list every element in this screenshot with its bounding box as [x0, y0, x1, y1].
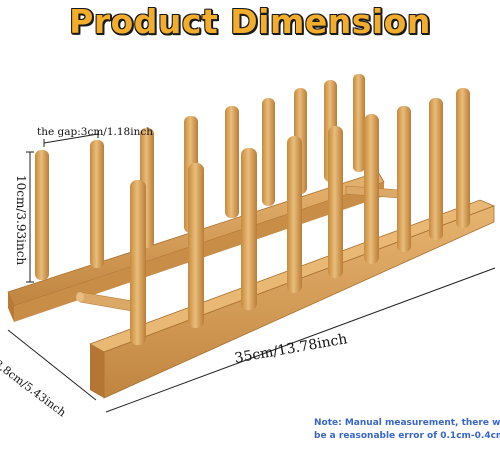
height-label: 10cm/3.93inch — [14, 175, 28, 266]
dimension-lines — [7, 130, 496, 413]
note-line-1: Note: Manual measurement, there will — [314, 418, 500, 428]
page-title: Product Dimension — [69, 2, 431, 41]
front-pegs — [130, 88, 470, 345]
note-line-2: be a reasonable error of 0.1cm-0.4cm — [314, 431, 500, 441]
gap-label: the gap:3cm/1.18inch — [37, 126, 153, 138]
measurement-note: Note: Manual measurement, there will be … — [314, 417, 500, 443]
